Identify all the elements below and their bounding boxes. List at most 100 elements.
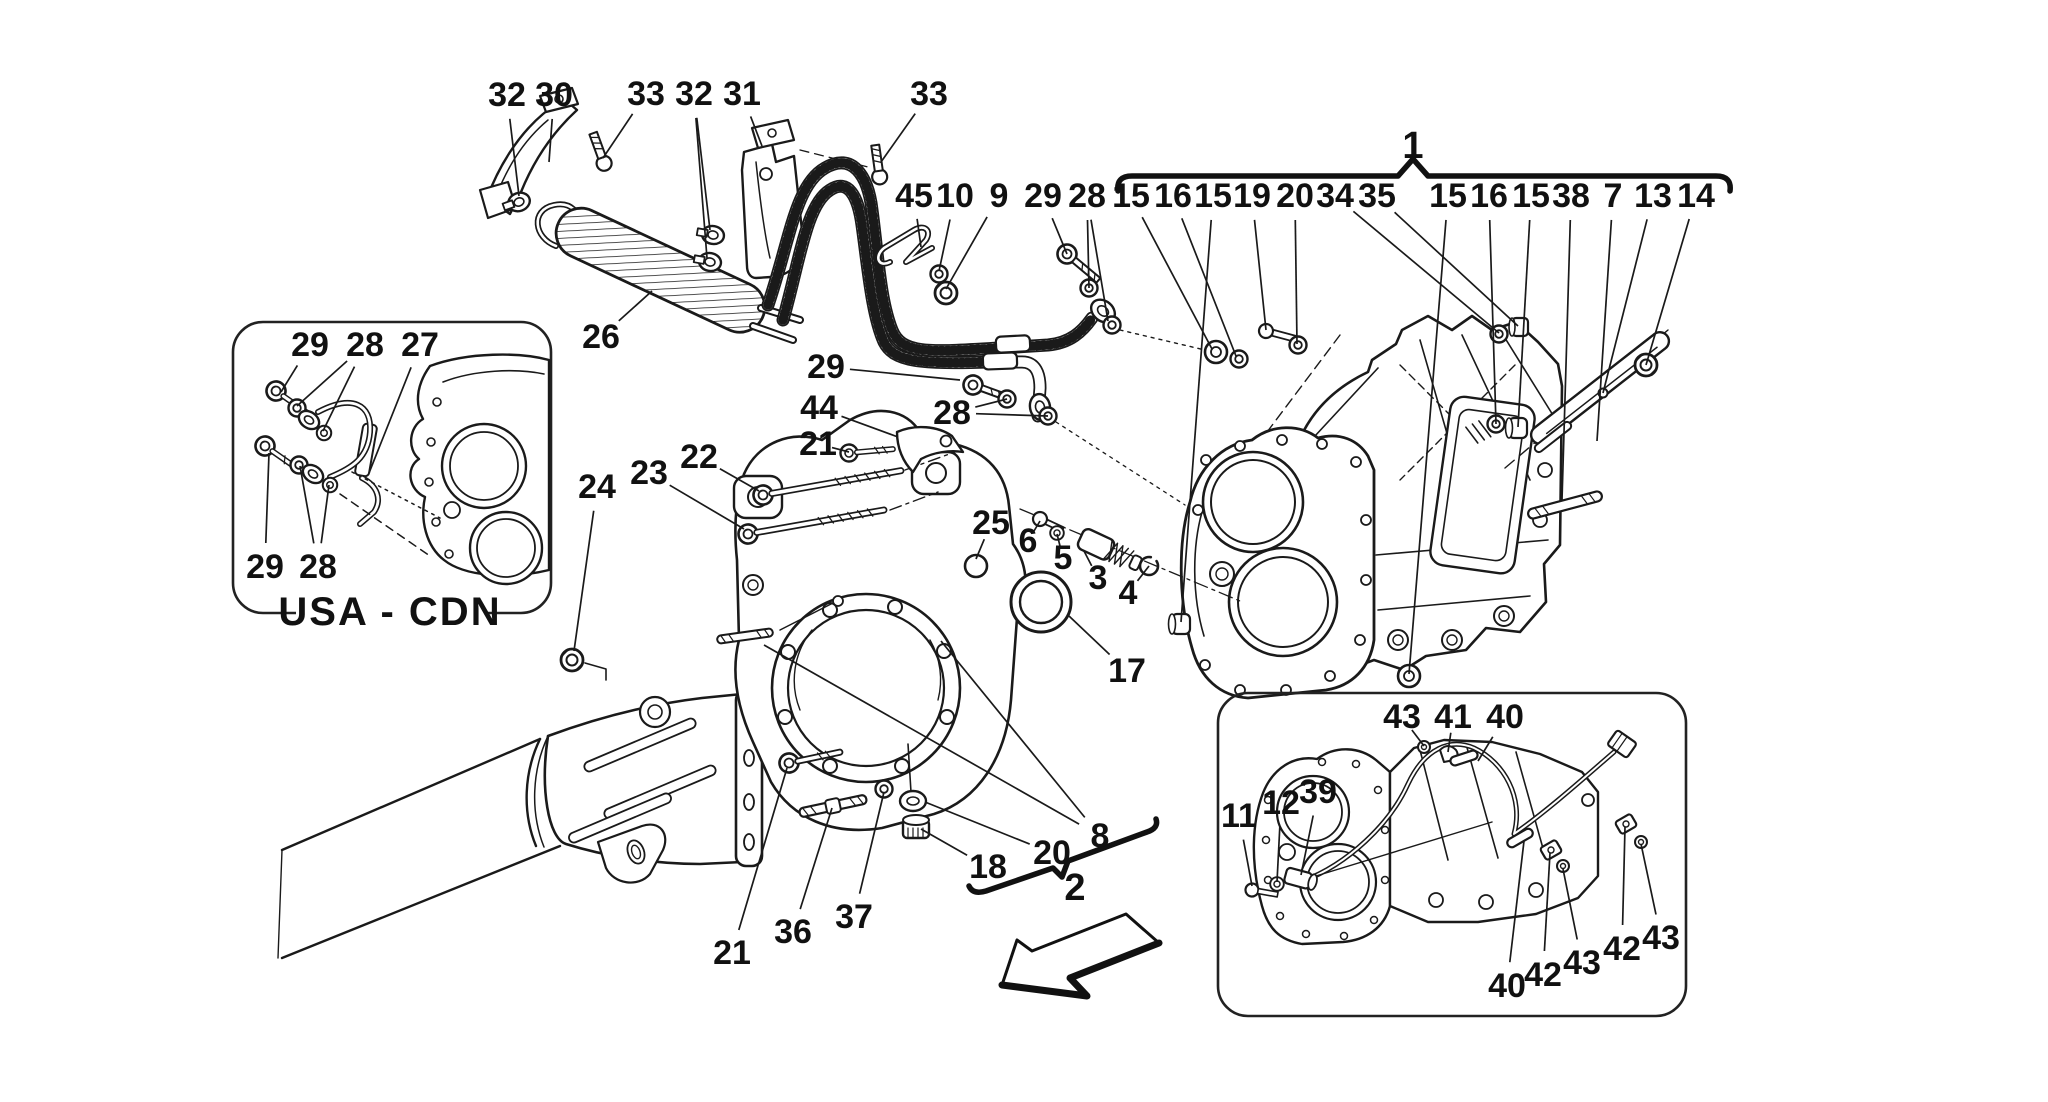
leader-line xyxy=(975,412,1049,417)
part-number-label: 43 xyxy=(1563,944,1601,982)
part-number-label: 28 xyxy=(1068,177,1106,215)
part-number-label: 21 xyxy=(713,934,751,972)
leader-line xyxy=(695,117,708,259)
leader-line xyxy=(920,828,968,856)
leader-line xyxy=(1411,729,1425,747)
part-number-label: 20 xyxy=(1033,834,1071,872)
part-number-label: 33 xyxy=(627,75,665,113)
part-number-label: 28 xyxy=(299,548,337,586)
part-number-label: 27 xyxy=(401,326,439,364)
part-number-label: 15 xyxy=(1112,177,1150,215)
part-number-label: 42 xyxy=(1524,956,1562,994)
part-number-label: 29 xyxy=(1024,177,1062,215)
part-number-label: 23 xyxy=(630,454,668,492)
part-number-label: 5 xyxy=(1054,539,1073,577)
leader-line xyxy=(573,510,595,652)
leader-line xyxy=(799,807,833,910)
part-number-label: 43 xyxy=(1642,919,1680,957)
gearbox-housing-drawing xyxy=(1167,314,1671,700)
oil-cooler-drawing xyxy=(534,201,804,344)
leader-line xyxy=(296,360,348,407)
part-number-label: 28 xyxy=(933,394,971,432)
leader-line xyxy=(841,415,899,438)
leader-line xyxy=(548,118,554,163)
part-number-label: 21 xyxy=(799,425,837,463)
part-number-label: 32 xyxy=(488,76,526,114)
part-number-label: 13 xyxy=(1634,177,1672,215)
sensor-inset xyxy=(1216,691,1688,1018)
oil-cooler-hoses-drawing xyxy=(761,156,1117,423)
part-number-label: 18 xyxy=(969,848,1007,886)
part-number-label: 15 xyxy=(1194,177,1232,215)
leader-line xyxy=(880,113,916,163)
leader-line xyxy=(1253,219,1267,331)
part-number-label: 9 xyxy=(990,177,1009,215)
usa-cdn-inset xyxy=(231,320,553,628)
leader-line xyxy=(737,767,788,931)
part-number-label: 22 xyxy=(680,438,718,476)
part-number-label: 31 xyxy=(723,75,761,113)
leader-line xyxy=(975,398,1008,408)
inset-region-label: USA - CDN xyxy=(278,590,501,634)
driveshaft-tube-drawing xyxy=(277,647,764,960)
leader-line xyxy=(1561,219,1572,501)
leader-line xyxy=(1645,218,1691,366)
leader-line xyxy=(1083,550,1093,567)
part-number-label: 14 xyxy=(1677,177,1715,215)
leader-line xyxy=(1562,868,1579,940)
leader-line xyxy=(299,465,315,544)
part-number-label: 12 xyxy=(1262,784,1300,822)
part-number-label: 29 xyxy=(246,548,284,586)
leader-line xyxy=(1394,211,1519,327)
leader-line xyxy=(280,364,299,393)
leader-line xyxy=(322,366,356,432)
leader-line xyxy=(858,791,885,894)
part-number-label: 1 xyxy=(1402,125,1423,167)
leader-line xyxy=(368,366,412,474)
part-number-label: 7 xyxy=(1604,177,1623,215)
part-number-label: 20 xyxy=(1276,177,1314,215)
part-number-label: 15 xyxy=(1512,177,1550,215)
leader-line xyxy=(602,113,634,159)
leader-line xyxy=(264,452,270,544)
inset-label-gap xyxy=(296,596,484,628)
leader-line xyxy=(1352,210,1500,334)
leader-line xyxy=(719,468,760,492)
leader-line xyxy=(1136,565,1150,582)
leader-line xyxy=(1543,852,1551,952)
leader-line xyxy=(618,290,653,322)
leader-line xyxy=(1488,219,1497,425)
part-number-label: 25 xyxy=(972,504,1010,542)
leader-line xyxy=(1640,843,1657,915)
leader-line xyxy=(849,368,961,381)
leader-line xyxy=(508,118,520,197)
main-artwork xyxy=(277,86,1733,1000)
part-number-label: 38 xyxy=(1552,177,1590,215)
part-number-label: 29 xyxy=(807,348,845,386)
leader-line xyxy=(669,484,745,530)
leader-line xyxy=(831,446,850,453)
leader-line xyxy=(1181,217,1237,357)
group-2-bracket xyxy=(966,816,1160,895)
part-number-label: 2 xyxy=(1064,867,1085,909)
leader-line xyxy=(1056,533,1062,548)
part-number-label: 16 xyxy=(1154,177,1192,215)
leader-line xyxy=(1032,520,1041,533)
leader-line xyxy=(1180,219,1213,623)
leader-line xyxy=(940,640,1086,818)
part-number-label: 8 xyxy=(1091,817,1110,855)
part-number-label: 42 xyxy=(1603,930,1641,968)
direction-arrow-icon xyxy=(998,912,1163,1000)
leader-line xyxy=(320,484,330,544)
part-number-label: 24 xyxy=(578,468,616,506)
leader-line xyxy=(1596,219,1613,442)
part-number-label: 16 xyxy=(1470,177,1508,215)
leader-line xyxy=(1051,217,1068,255)
part-number-label: 32 xyxy=(675,75,713,113)
part-number-label: 26 xyxy=(582,318,620,356)
part-number-label: 41 xyxy=(1434,698,1472,736)
leader-line xyxy=(945,216,988,290)
part-number-label: 15 xyxy=(1429,177,1467,215)
seals-and-breather-drawing xyxy=(839,371,1241,634)
